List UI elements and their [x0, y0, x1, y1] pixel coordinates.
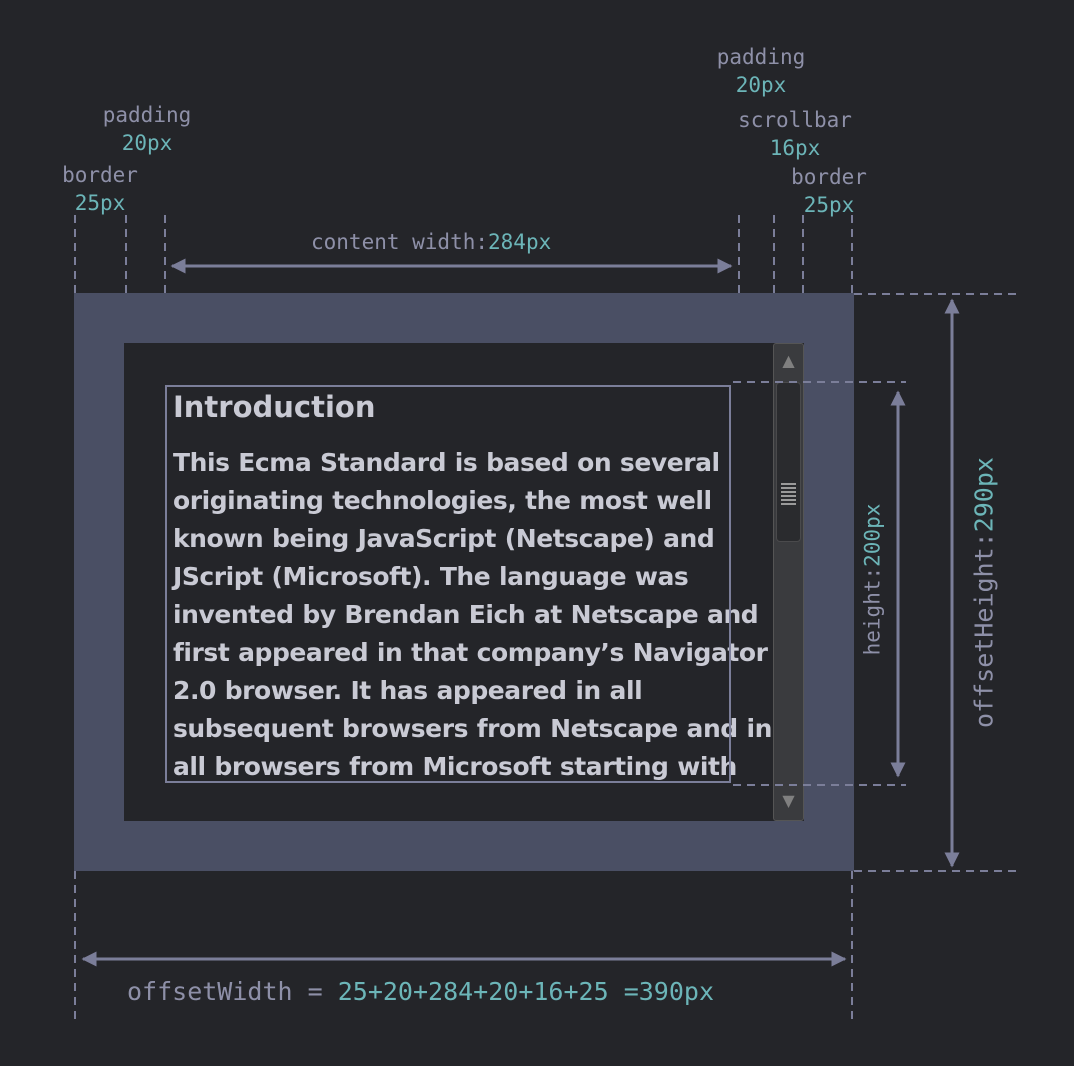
scrollable-content: Introduction This Ecma Standard is based… [173, 388, 785, 786]
label-padding-left: padding 20px [102, 103, 192, 155]
scroll-grip-icon [781, 483, 796, 505]
label-border-left: border 25px [62, 163, 138, 215]
border-bottom-mask [124, 821, 804, 871]
label-border-right: border 25px [791, 165, 867, 217]
element-padding-area [124, 343, 804, 821]
border-right-mask [804, 343, 854, 821]
scroll-down-arrow-icon[interactable]: ▼ [782, 791, 795, 810]
scroll-thumb[interactable] [776, 382, 801, 542]
label-height: height:200px [860, 503, 885, 656]
label-offset-height: offsetHeight:290px [969, 457, 999, 728]
label-padding-right: padding 20px [716, 45, 806, 97]
label-scrollbar: scrollbar 16px [738, 108, 852, 160]
scrollbar[interactable]: ▲ ▼ [773, 343, 804, 821]
scroll-up-arrow-icon[interactable]: ▲ [782, 351, 795, 370]
content-paragraph: This Ecma Standard is based on several o… [173, 448, 772, 781]
label-offset-width: offsetWidth = 25+20+284+20+16+25 =390px [127, 977, 715, 1006]
content-area-outline [165, 385, 731, 783]
content-heading: Introduction [173, 390, 376, 424]
label-content-width: content width:284px [311, 230, 552, 254]
